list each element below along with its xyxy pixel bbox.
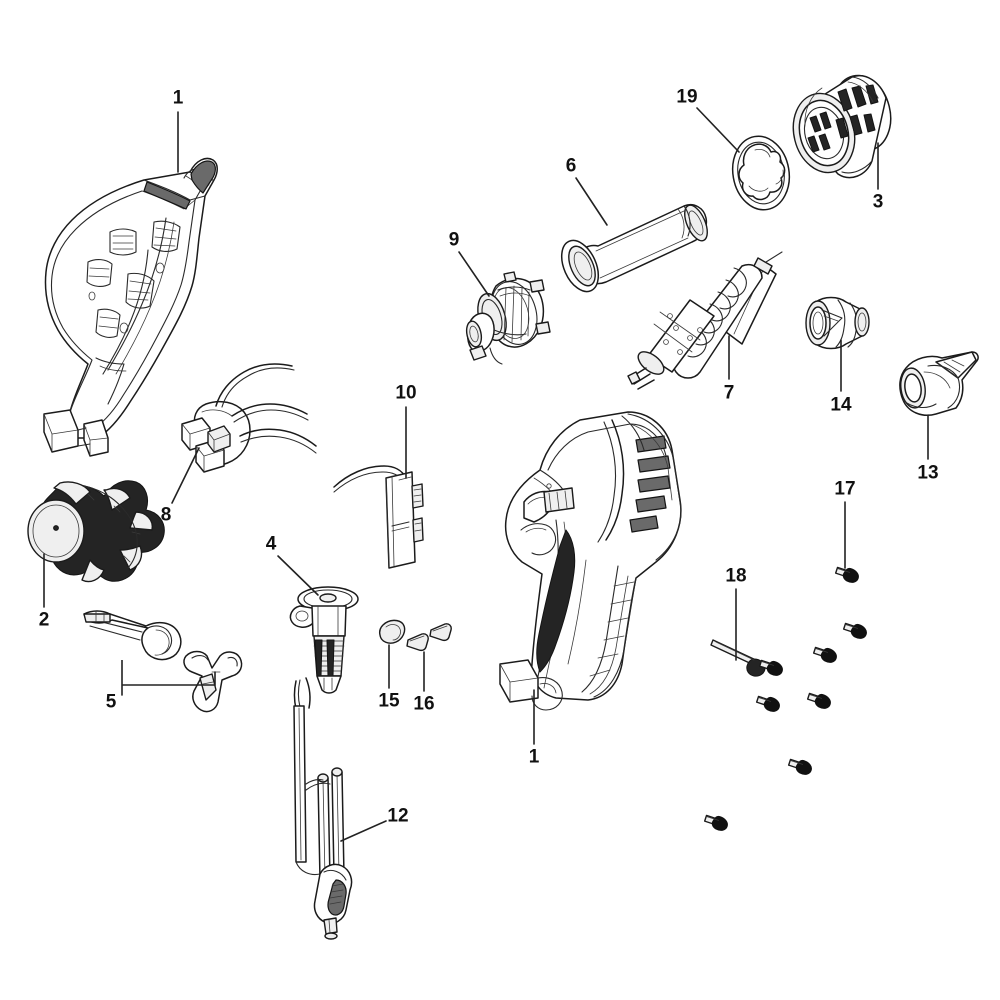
part-retaining-clip-b bbox=[183, 650, 243, 713]
part-flat-fishtail-nozzle bbox=[899, 351, 979, 416]
callout-number-12: 12 bbox=[387, 805, 409, 827]
screw bbox=[755, 695, 780, 712]
leader-line-9 bbox=[458, 251, 490, 297]
part-lock-washer bbox=[731, 135, 791, 211]
callout-number-9: 9 bbox=[448, 229, 460, 251]
part-switch-module bbox=[333, 465, 424, 569]
part-heat-gun-assembly bbox=[499, 411, 682, 711]
part-screw-group bbox=[703, 566, 867, 831]
screw bbox=[703, 814, 728, 831]
part-fan-impeller bbox=[27, 480, 165, 583]
screw bbox=[758, 659, 783, 676]
callout-number-2: 2 bbox=[38, 609, 50, 631]
part-housing-half-shell bbox=[43, 157, 218, 457]
part-pin-a bbox=[406, 633, 429, 652]
callout-number-19: 19 bbox=[676, 86, 698, 108]
callout-number-3: 3 bbox=[872, 191, 884, 213]
screw bbox=[812, 646, 837, 663]
screw bbox=[842, 622, 867, 639]
leader-line-5 bbox=[121, 660, 216, 696]
callout-number-6: 6 bbox=[565, 155, 577, 177]
callout-number-1: 1 bbox=[172, 87, 184, 109]
part-brush-holder-harness bbox=[181, 363, 317, 473]
part-motor-fan-assembly bbox=[465, 271, 551, 365]
callout-number-4: 4 bbox=[265, 533, 277, 555]
screw bbox=[787, 758, 812, 775]
screw bbox=[806, 692, 831, 709]
part-long-screw bbox=[710, 639, 766, 677]
callout-number-8: 8 bbox=[160, 504, 172, 526]
screw bbox=[834, 566, 859, 583]
leader-line-19 bbox=[696, 107, 740, 153]
part-power-cord bbox=[293, 677, 353, 940]
part-barrel-tube bbox=[560, 204, 708, 293]
callout-number-17: 17 bbox=[834, 478, 856, 500]
leader-line-4 bbox=[277, 555, 319, 596]
callout-number-7: 7 bbox=[723, 382, 735, 404]
leader-lines bbox=[43, 107, 929, 842]
part-pin-b bbox=[429, 623, 452, 642]
part-nozzle-guard-ring bbox=[792, 74, 892, 179]
callout-number-14: 14 bbox=[830, 394, 852, 416]
part-knob-adjuster-screw bbox=[289, 586, 359, 694]
callout-number-18: 18 bbox=[725, 565, 747, 587]
callout-number-1: 1 bbox=[528, 746, 540, 768]
leader-line-6 bbox=[575, 177, 608, 226]
leader-line-12 bbox=[340, 820, 387, 842]
part-heating-element bbox=[627, 251, 783, 390]
callout-number-10: 10 bbox=[395, 382, 417, 404]
part-washer bbox=[378, 619, 406, 644]
leader-line-8 bbox=[171, 447, 200, 504]
callout-number-13: 13 bbox=[917, 462, 939, 484]
part-reducer-nozzle bbox=[805, 296, 870, 350]
callout-number-16: 16 bbox=[413, 693, 435, 715]
part-retaining-clip-a bbox=[83, 610, 182, 661]
callout-number-15: 15 bbox=[378, 690, 400, 712]
callout-number-5: 5 bbox=[105, 691, 117, 713]
